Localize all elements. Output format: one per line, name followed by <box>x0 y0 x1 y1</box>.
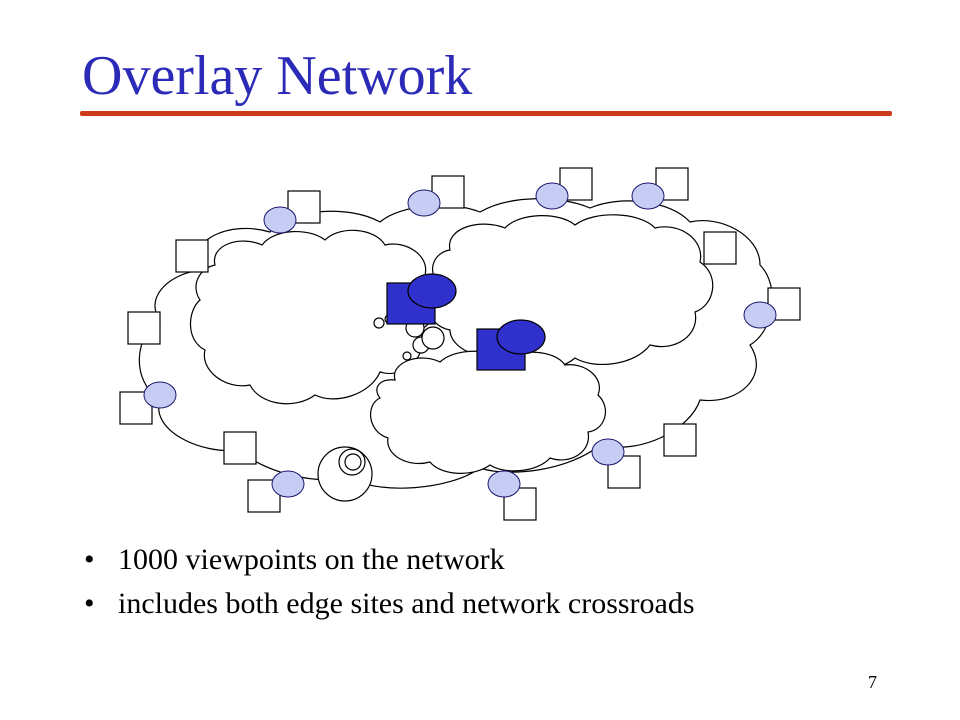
bullet-list: • 1000 viewpoints on the network • inclu… <box>84 538 695 626</box>
page-number: 7 <box>868 672 877 692</box>
host-square <box>127 311 161 345</box>
host-square <box>503 487 537 521</box>
router-circle-small <box>344 453 362 471</box>
viewpoint-node <box>143 381 177 409</box>
trail-circle <box>402 351 412 361</box>
bullet-text: includes both edge sites and network cro… <box>118 587 695 620</box>
viewpoint-node <box>743 301 777 329</box>
highlight-node <box>407 273 457 309</box>
title-underline <box>80 111 892 116</box>
viewpoint-node <box>631 182 665 210</box>
trail-circle <box>421 326 445 350</box>
host-square <box>663 423 697 457</box>
highlight-node <box>496 319 546 355</box>
viewpoint-node <box>263 206 297 234</box>
host-square <box>703 231 737 265</box>
bullet-text: 1000 viewpoints on the network <box>118 543 505 576</box>
cloud-upper-right <box>427 214 714 370</box>
host-square <box>175 239 209 273</box>
slide-title: Overlay Network <box>82 45 473 107</box>
viewpoint-node <box>407 189 441 217</box>
viewpoint-node <box>535 182 569 210</box>
bullet-item: • 1000 viewpoints on the network <box>84 538 695 582</box>
trail-circle <box>373 317 385 329</box>
bullet-item: • includes both edge sites and network c… <box>84 582 695 626</box>
bullet-glyph: • <box>84 587 95 620</box>
viewpoint-node <box>271 470 305 498</box>
viewpoint-node <box>487 470 521 498</box>
host-square <box>223 431 257 465</box>
viewpoint-node <box>591 438 625 466</box>
bullet-glyph: • <box>84 543 95 576</box>
